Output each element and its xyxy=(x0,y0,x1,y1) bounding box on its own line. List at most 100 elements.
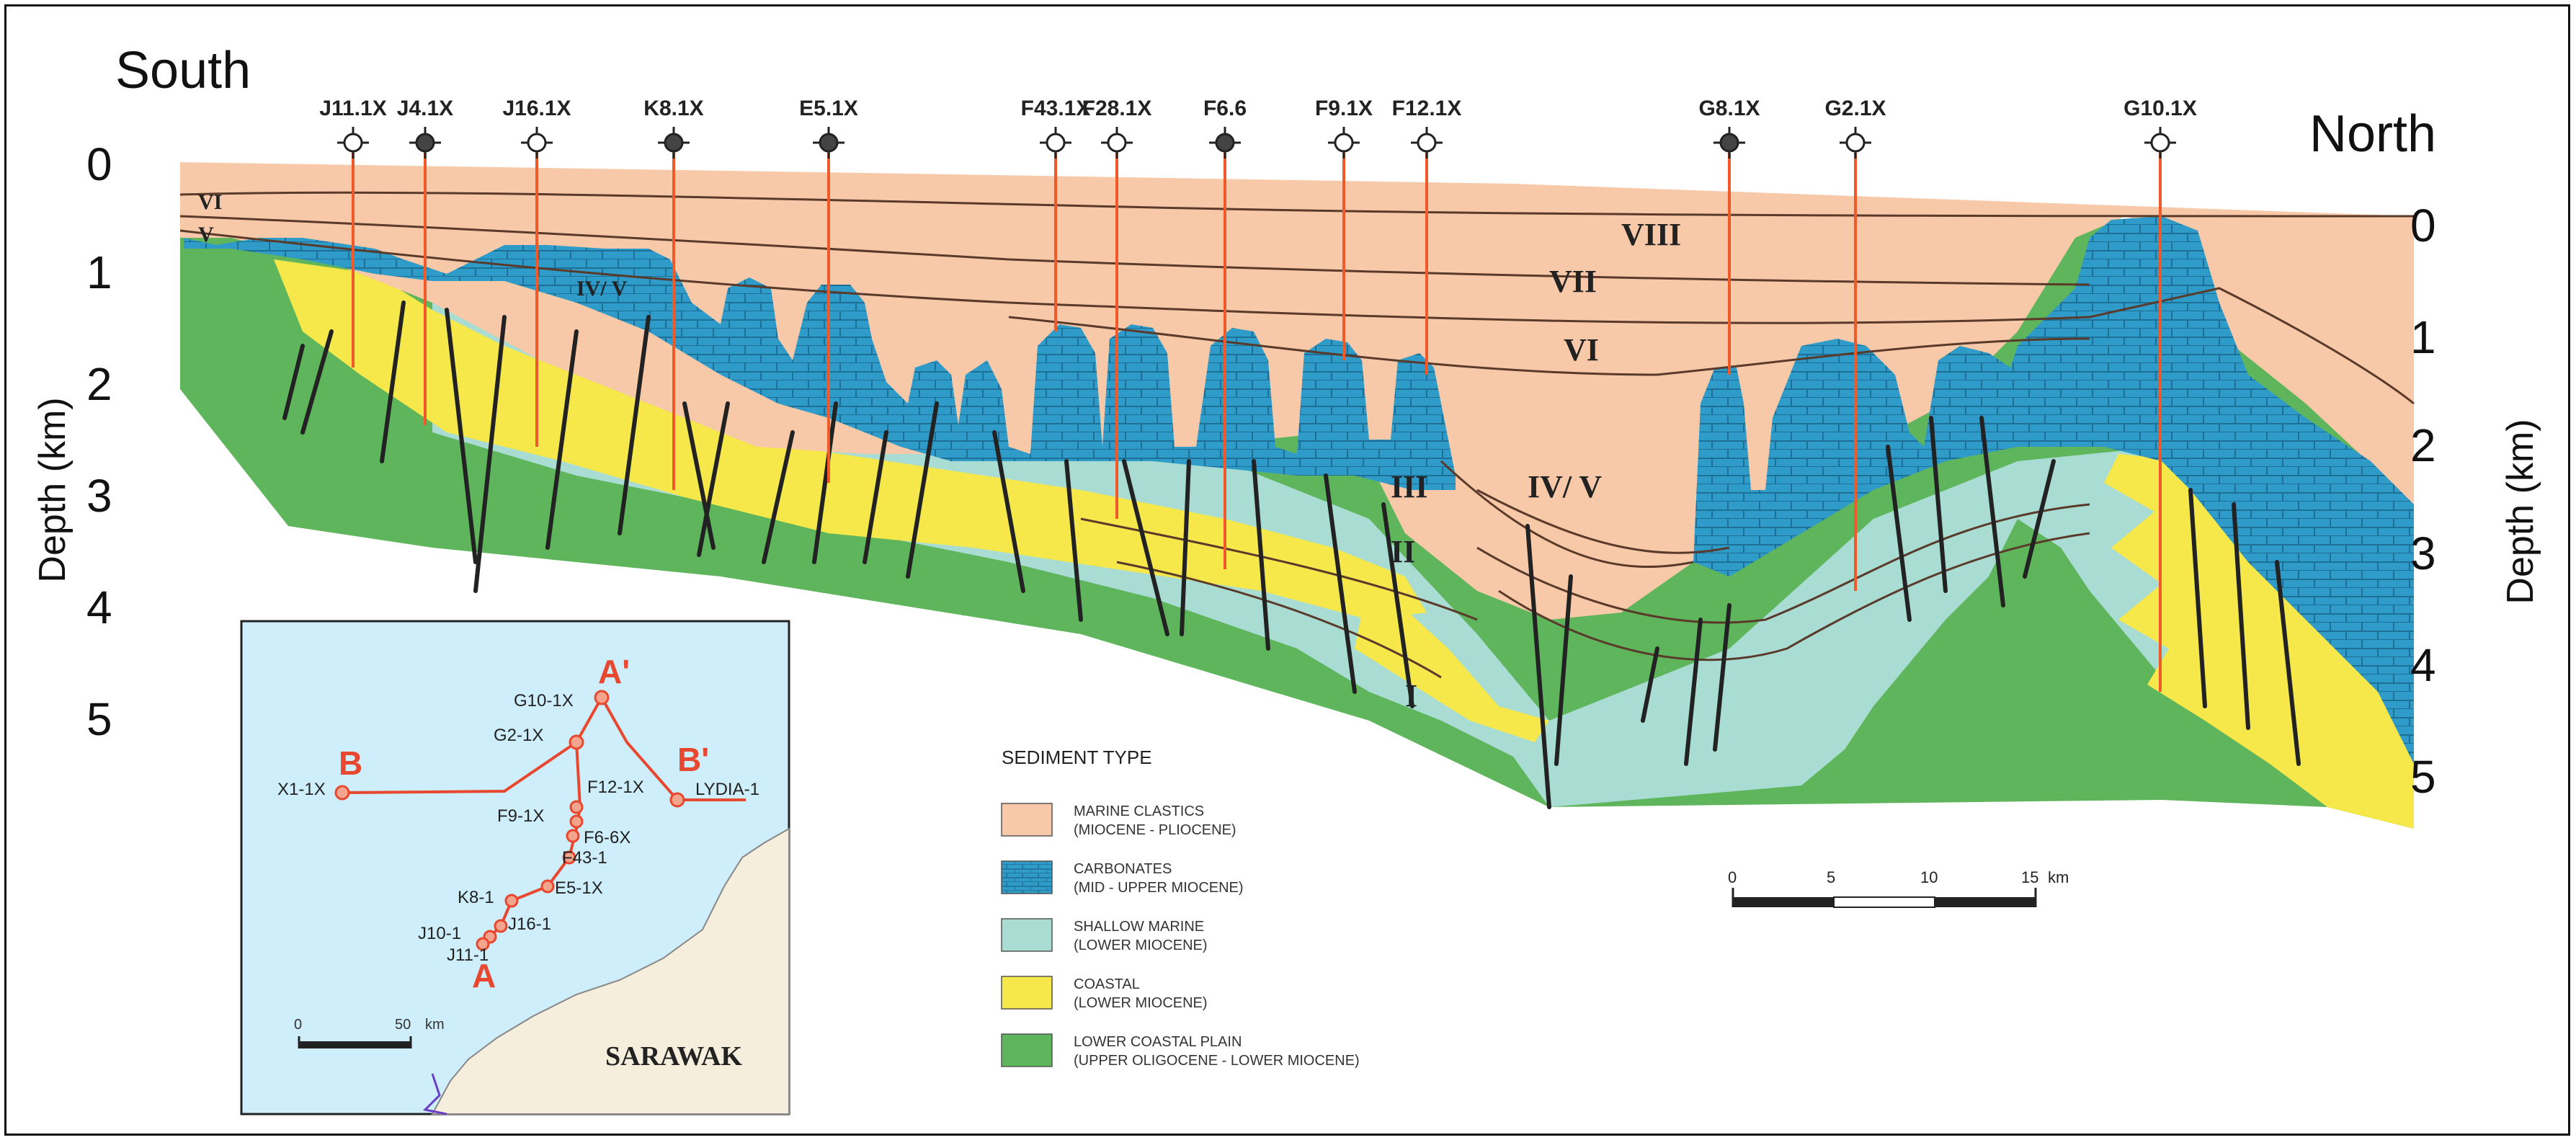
legend-swatch-coastal xyxy=(1001,976,1053,1010)
map-label-a: A xyxy=(472,957,496,994)
legend-swatch-carbonates xyxy=(1001,860,1053,894)
map-label-g2: G2-1X xyxy=(494,726,543,745)
unit-v-small: V xyxy=(198,223,214,246)
well-symbol-icon xyxy=(1840,127,1871,159)
well-symbol-icon xyxy=(1713,127,1745,159)
legend-item-3-line2: (LOWER MIOCENE) xyxy=(1074,995,1208,1011)
map-label-f6: F6-6X xyxy=(584,828,630,847)
well-label: J4.1X xyxy=(397,97,453,120)
right-tick-2: 2 xyxy=(2410,419,2436,471)
legend-swatch-shallow-marine xyxy=(1001,918,1053,952)
map-label-b: B xyxy=(339,744,362,782)
well-label: E5.1X xyxy=(799,97,858,120)
well-label: K8.1X xyxy=(643,97,703,120)
well-symbol-icon xyxy=(1040,127,1071,159)
legend-item-4-line2: (UPPER OLIGOCENE - LOWER MIOCENE) xyxy=(1074,1053,1360,1069)
well-label: J16.1X xyxy=(502,97,571,120)
scale-unit: km xyxy=(2048,868,2069,886)
scale-bar: 0 5 10 15 km xyxy=(1728,868,2069,908)
map-label-b-prime: B' xyxy=(677,741,709,778)
left-tick-1: 1 xyxy=(86,246,112,298)
legend-item-2-line1: SHALLOW MARINE xyxy=(1074,919,1204,935)
well-label: F6.6 xyxy=(1203,97,1247,120)
well-g10-1x: G10.1X xyxy=(2123,97,2197,692)
carbonates-layer xyxy=(184,238,1456,490)
scale-tick-10: 10 xyxy=(1920,868,1938,886)
well-f9-1x: F9.1X xyxy=(1315,97,1373,360)
map-scale: 0 50 km xyxy=(294,1017,445,1048)
unit-vi: VI xyxy=(1564,332,1599,368)
unit-labels: VIII VII VI IV/ V III II I VI V IV/ V xyxy=(198,190,1681,713)
well-symbol-icon xyxy=(813,127,844,159)
unit-i: I xyxy=(1405,678,1417,713)
legend-swatch-marine-clastics xyxy=(1001,803,1053,837)
left-axis-title: Depth (km) xyxy=(32,397,73,582)
well-e5-1x: E5.1X xyxy=(799,97,858,483)
well-label: G2.1X xyxy=(1824,97,1886,120)
coastal-wedge-north xyxy=(2104,454,2414,829)
unit-vi-small: VI xyxy=(198,190,222,214)
legend-item-2-line2: (LOWER MIOCENE) xyxy=(1074,938,1208,953)
map-label-k8: K8-1 xyxy=(458,888,494,907)
map-label-f12: F12-1X xyxy=(587,778,644,797)
well-label: G10.1X xyxy=(2123,97,2197,120)
map-scale-start: 0 xyxy=(294,1017,302,1033)
map-label-g10: G10-1X xyxy=(514,691,574,711)
sarawak-land xyxy=(431,827,790,1115)
well-symbol-icon xyxy=(521,127,553,159)
scale-tick-5: 5 xyxy=(1827,868,1835,886)
right-tick-5: 5 xyxy=(2410,751,2436,803)
map-label-j10: J10-1 xyxy=(418,924,461,943)
map-label-j11: J11-1 xyxy=(447,945,489,965)
right-axis-title: Depth (km) xyxy=(2500,419,2541,604)
left-tick-4: 4 xyxy=(86,582,112,633)
well-j11-1x: J11.1X xyxy=(319,97,387,368)
left-tick-0: 0 xyxy=(86,138,112,190)
well-symbol-icon xyxy=(1101,127,1133,159)
well-f12-1x: F12.1X xyxy=(1392,97,1462,375)
right-depth-axis: 0 1 2 3 4 5 Depth (km) xyxy=(2410,200,2541,803)
direction-north: North xyxy=(2309,105,2436,163)
direction-south: South xyxy=(115,42,251,99)
well-symbol-icon xyxy=(409,127,441,159)
right-tick-1: 1 xyxy=(2410,311,2436,363)
well-symbol-icon xyxy=(658,127,690,159)
map-label-x1: X1-1X xyxy=(277,780,326,799)
left-depth-axis: 0 1 2 3 4 5 Depth (km) xyxy=(32,138,112,745)
map-label-a-prime: A' xyxy=(598,653,630,690)
unit-iv-v: IV/ V xyxy=(1528,469,1602,504)
left-tick-2: 2 xyxy=(86,358,112,410)
well-label: G8.1X xyxy=(1698,97,1760,120)
well-symbol-icon xyxy=(1209,127,1241,159)
well-symbol-icon xyxy=(1328,127,1360,159)
map-label-j16: J16-1 xyxy=(508,914,551,934)
map-label-f9: F9-1X xyxy=(497,806,544,826)
unit-iii: III xyxy=(1391,469,1427,504)
well-g8-1x: G8.1X xyxy=(1698,97,1760,375)
map-label-f43: F43-1 xyxy=(562,848,607,868)
legend-item-0-line2: (MIOCENE - PLIOCENE) xyxy=(1074,822,1236,838)
legend-item-4-line1: LOWER COASTAL PLAIN xyxy=(1074,1034,1242,1050)
unit-ii: II xyxy=(1391,534,1415,569)
map-label-e5: E5-1X xyxy=(555,878,603,898)
well-label: F9.1X xyxy=(1315,97,1373,120)
well-label: F43.1X xyxy=(1021,97,1091,120)
well-symbol-icon xyxy=(2144,127,2176,159)
well-f6-6: F6.6 xyxy=(1203,97,1247,569)
inset-map: B B' A' A G10-1X G2-1X X1-1X LYDIA-1 F12… xyxy=(240,620,790,1115)
well-j4-1x: J4.1X xyxy=(397,97,453,425)
unit-vii: VII xyxy=(1549,264,1597,299)
unit-iv-v-small: IV/ V xyxy=(576,277,628,300)
legend-item-3-line1: COASTAL xyxy=(1074,976,1140,992)
coastal-wedge-mid xyxy=(1355,576,1549,742)
well-symbol-icon xyxy=(337,127,369,159)
carbonates-north-buildup xyxy=(1693,216,2414,764)
map-label-lydia: LYDIA-1 xyxy=(695,780,759,799)
well-label: F12.1X xyxy=(1392,97,1462,120)
scale-tick-0: 0 xyxy=(1728,868,1737,886)
legend-item-1-line2: (MID - UPPER MIOCENE) xyxy=(1074,880,1244,896)
left-tick-5: 5 xyxy=(86,693,112,745)
right-tick-4: 4 xyxy=(2410,639,2436,691)
